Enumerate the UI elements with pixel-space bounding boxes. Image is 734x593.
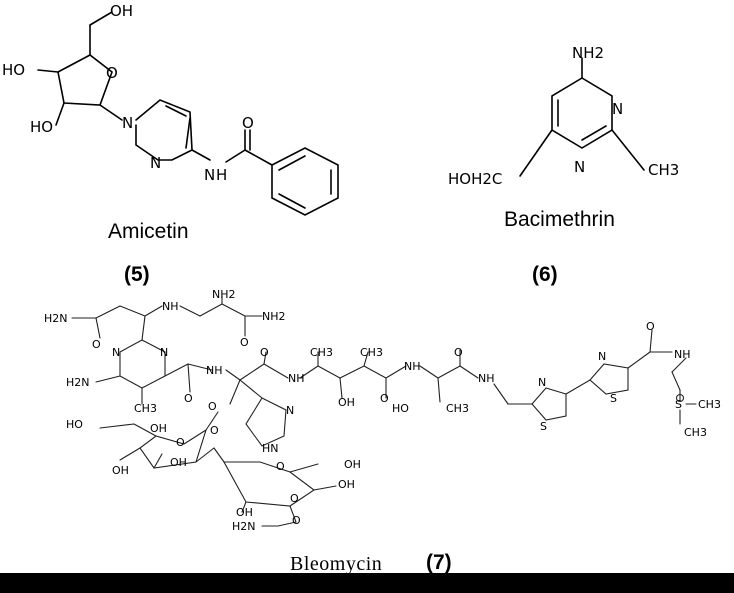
atom-label: NH [478,372,495,385]
atom-label: CH3 [134,402,157,415]
atom-label: CH3 [310,346,333,359]
atom-label: O [292,514,301,527]
atom-label: N [538,376,546,389]
atom-label: O [276,460,285,473]
atom-label: O [208,400,217,413]
atom-label: N [150,154,161,172]
atom-label: N [122,114,133,132]
atom-label: N [112,346,120,359]
atom-label: H [216,166,227,184]
atom-label: O [184,392,193,405]
atom-label: HO [30,118,53,136]
atom-label: O [92,338,101,351]
compound-name: Bacimethrin [504,208,615,231]
atom-label: HN [262,442,279,455]
atom-label: OH [338,478,355,491]
atom-label: HO [392,402,409,415]
atom-label: OH [150,422,167,435]
atom-label: NH [288,372,305,385]
atom-label: N [286,404,294,417]
atom-label: O [290,492,299,505]
bleomycin-structure: H2N NH2 NH NH2 O O N N H2N NH CH3 O O CH… [44,288,721,533]
atom-label: CH3 [446,402,469,415]
compound-number: (7) [426,551,452,574]
atom-label: O [210,424,219,437]
atom-label: HO [2,61,25,79]
atom-label: S [675,398,682,411]
atom-label: O [646,320,655,333]
atom-label: O [176,436,185,449]
atom-label: O [242,114,254,132]
atom-label: H2N [232,520,256,533]
compound-name: Amicetin [108,220,189,243]
atom-label: NH [674,348,691,361]
atom-label: NH [404,360,421,373]
atom-label: HOH2C [448,170,502,188]
positive-charge-marker [675,393,685,403]
atom-label: NH2 [572,44,604,62]
atom-label: N [574,158,585,176]
atom-label: OH [112,464,129,477]
atom-label: OH [344,458,361,471]
atom-label: N [612,100,623,118]
atom-label: CH3 [684,426,707,439]
atom-label: CH3 [698,398,721,411]
atom-label: OH [338,396,355,409]
compound-name: Bleomycin [290,553,382,575]
atom-label: HO [66,418,83,431]
atom-label: O [380,392,389,405]
atom-label: S [610,392,617,405]
atom-label: NH [162,300,179,313]
atom-label: O [454,346,463,359]
bacimethrin-structure: NH2 N N HOH2C CH3 Bacimethrin (6) [448,44,679,286]
amicetin-structure: OH HO O HO N N N H O Amicetin (5) [2,2,339,286]
atom-label: NH2 [262,310,286,323]
atom-label: NH2 [212,288,236,301]
atom-label: N [598,350,606,363]
atom-label: N [160,346,168,359]
compound-number: (6) [532,263,558,286]
atom-label: OH [110,2,133,20]
atom-label: CH3 [360,346,383,359]
atom-label: O [106,64,118,82]
atom-label: S [540,420,547,433]
atom-label: H2N [44,312,68,325]
atom-label: CH3 [648,161,679,179]
compound-number: (5) [124,263,150,286]
atom-label: N [204,166,215,184]
bottom-black-bar [0,573,734,593]
atom-label: H2N [66,376,90,389]
atom-label: NH [206,364,223,377]
atom-label: OH [170,456,187,469]
atom-label: OH [236,506,253,519]
atom-label: O [240,336,249,349]
atom-label: O [260,346,269,359]
